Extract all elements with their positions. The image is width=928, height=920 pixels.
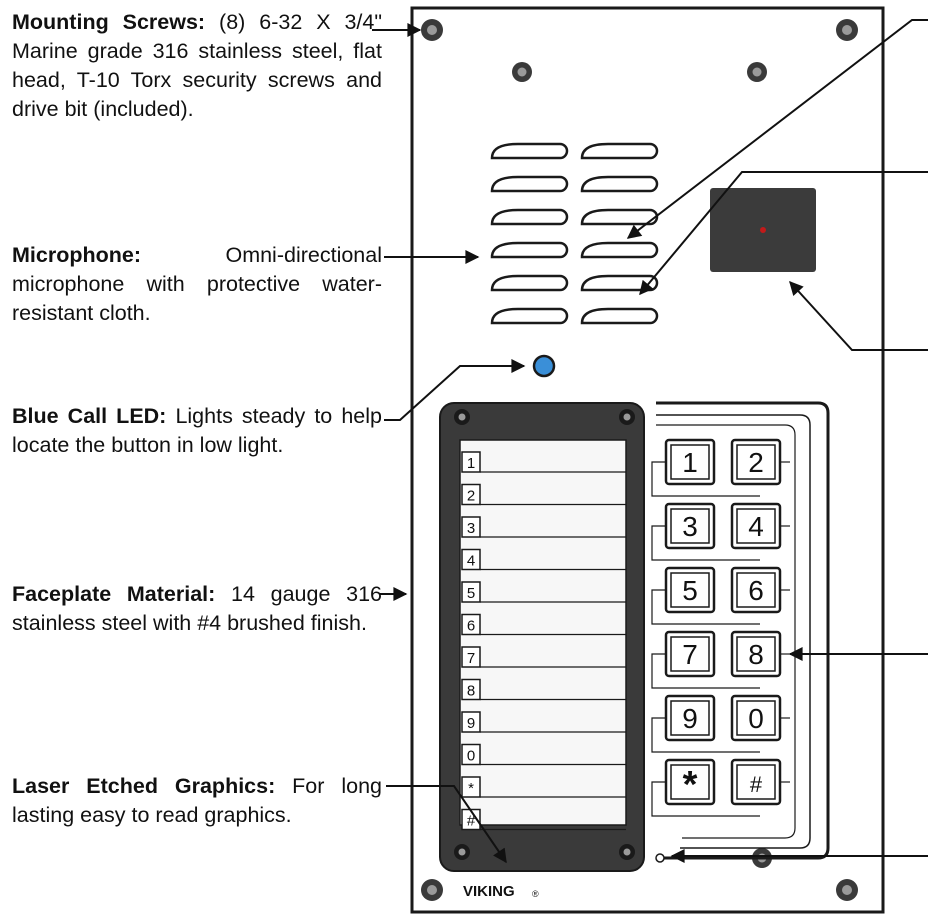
directory-entry: 2: [461, 483, 626, 506]
callout-title: Mounting Screws:: [12, 10, 206, 34]
directory-label: 9: [467, 715, 475, 732]
keypad-key-label: 1: [682, 447, 698, 478]
directory-frame: [439, 402, 645, 872]
keypad-key-6: 6: [730, 566, 790, 614]
mounting-hole: [655, 853, 665, 863]
keypad-key-label: 3: [682, 511, 698, 542]
keypad-key-1: 1: [651, 438, 760, 497]
directory-label: 6: [467, 618, 475, 635]
directory-label: 1: [467, 455, 475, 472]
directory-entry: 1: [461, 451, 626, 473]
wiring-loops: [656, 401, 830, 860]
directory-label: 3: [467, 520, 475, 537]
keypad-key-pound: #: [730, 758, 790, 806]
directory-entry: *: [461, 776, 626, 798]
keypad-key-5: 5: [651, 566, 760, 625]
keypad-key-label: 7: [682, 639, 698, 670]
directory-entry: 5: [461, 581, 626, 603]
directory-strip: 1 2 3 4 5 6 7 8 9 0 * #: [461, 451, 626, 831]
callout-text: Lights steady to help locate the button …: [12, 404, 382, 457]
keypad-key-label: 8: [748, 639, 764, 670]
callout-title: Microphone:: [12, 243, 141, 267]
callout-text: (8) 6-32 X 3/4" Marine grade 316 stainle…: [12, 10, 382, 121]
keypad-key-label: 5: [682, 575, 698, 606]
directory-entry: 3: [461, 516, 626, 538]
callout-faceplate: Faceplate Material: 14 gauge 316 stainle…: [12, 580, 382, 638]
directory-entry: 0: [461, 743, 626, 766]
keypad-key-star: *: [651, 758, 760, 817]
directory-label: *: [468, 780, 474, 797]
directory-label: 0: [467, 748, 475, 765]
directory-entry: 9: [461, 711, 626, 733]
directory-entry: 4: [461, 548, 626, 571]
keypad-key-label: *: [683, 764, 698, 806]
directory-entry: 8: [461, 678, 626, 701]
directory-entry: #: [461, 808, 626, 831]
directory-entry: 7: [461, 646, 626, 668]
arrow-icon: [372, 23, 526, 864]
keypad-key-label: #: [750, 772, 763, 797]
keypad-key-9: 9: [651, 694, 760, 753]
camera-icon: [710, 188, 816, 272]
keypad: 1 2 3 4 5 6 7 8 9 0 * #: [651, 438, 790, 817]
keypad-key-0: 0: [730, 694, 790, 742]
keypad-key-label: 2: [748, 447, 764, 478]
callout-microphone: Microphone: Omni-directional microphone …: [12, 241, 382, 328]
callout-text: 14 gauge 316 stainless steel with #4 bru…: [12, 582, 382, 635]
brand-mark: ®: [532, 889, 539, 899]
callout-title: Laser Etched Graphics:: [12, 774, 276, 798]
directory-label: 4: [467, 553, 475, 570]
directory-label: 7: [467, 650, 475, 667]
callout-title: Faceplate Material:: [12, 582, 216, 606]
callout-mounting-screws: Mounting Screws: (8) 6-32 X 3/4" Marine …: [12, 8, 382, 124]
arrow-icon: [626, 19, 928, 863]
directory-label: 2: [467, 488, 475, 505]
keypad-key-label: 0: [748, 703, 764, 734]
brand-logo: VIKING: [463, 883, 515, 900]
directory-label: #: [467, 813, 476, 830]
blue-led-icon: [532, 354, 556, 378]
callout-laser-graphics: Laser Etched Graphics: For long lasting …: [12, 772, 382, 830]
keypad-key-label: 4: [748, 511, 764, 542]
callout-text: For long lasting easy to read graphics.: [12, 774, 382, 827]
keypad-key-4: 4: [730, 502, 790, 550]
keypad-key-3: 3: [651, 502, 760, 561]
directory-label: 8: [467, 683, 475, 700]
callout-blue-led: Blue Call LED: Lights steady to help loc…: [12, 402, 382, 460]
speaker-grille: [490, 142, 659, 325]
callout-title: Blue Call LED:: [12, 404, 167, 428]
screw-icon: [421, 19, 858, 901]
directory-entry: 6: [461, 613, 626, 636]
keypad-key-8: 8: [730, 630, 790, 678]
keypad-key-7: 7: [651, 630, 760, 689]
keypad-key-label: 9: [682, 703, 698, 734]
keypad-key-label: 6: [748, 575, 764, 606]
directory-label: 5: [467, 585, 475, 602]
keypad-key-2: 2: [730, 438, 790, 486]
callout-text: Omni-directional microphone with protect…: [12, 243, 382, 325]
